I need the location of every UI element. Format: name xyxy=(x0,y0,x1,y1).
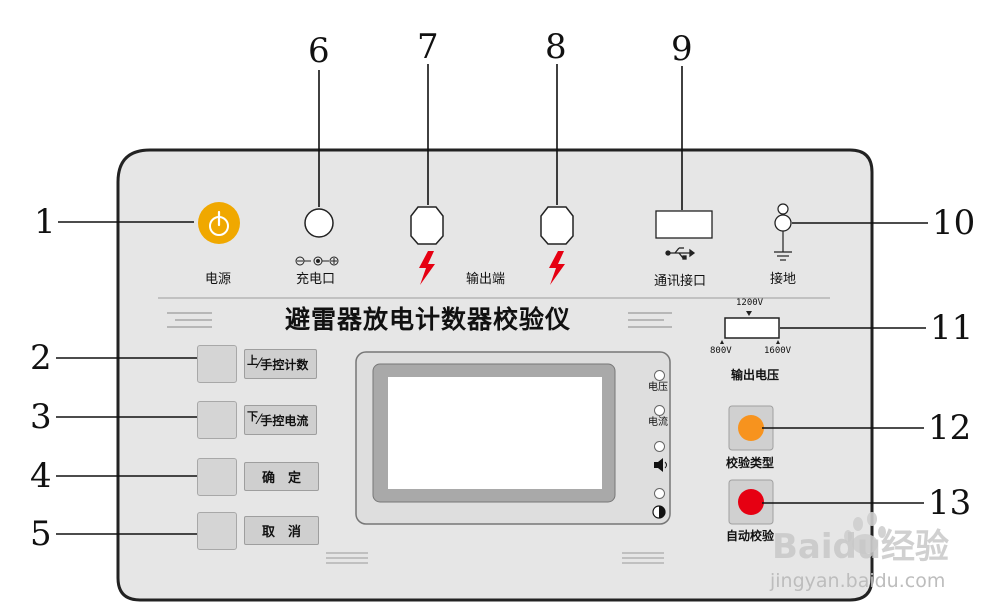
device-title: 避雷器放电计数器校验仪 xyxy=(285,305,572,334)
check-type-label: 校验类型 xyxy=(726,456,775,470)
callout-10: 10 xyxy=(932,203,976,243)
contrast-indicator-led xyxy=(654,488,665,499)
power-label: 电源 xyxy=(205,272,232,287)
manual-count-button[interactable] xyxy=(197,345,237,383)
contrast-icon xyxy=(652,505,666,519)
lcd-screen xyxy=(388,377,602,489)
voltage-1200v: 1200V xyxy=(736,298,764,308)
voltage-switch xyxy=(724,317,780,339)
lightning-icon-left xyxy=(419,251,435,285)
charge-port-label: 充电口 xyxy=(296,272,336,287)
manual-current-button[interactable] xyxy=(197,401,237,439)
output-terminal-label: 输出端 xyxy=(466,272,506,287)
confirm-button[interactable] xyxy=(197,458,237,496)
bottom-left-lines xyxy=(326,552,368,564)
manual-count-label: 手控计数 xyxy=(260,357,309,372)
ground-icon xyxy=(774,231,792,261)
output-terminal-left xyxy=(410,206,444,245)
ground-terminal-top xyxy=(777,203,789,215)
current-indicator-label: 电流 xyxy=(648,417,668,428)
callout-11: 11 xyxy=(930,308,974,348)
output-terminal-right xyxy=(540,206,574,245)
ground-label: 接地 xyxy=(770,272,797,287)
current-indicator-led xyxy=(654,405,665,416)
callout-13: 13 xyxy=(928,483,972,523)
manual-current-label: 手控电流 xyxy=(260,413,309,428)
manual-current-tag: 下⁄手控电流 xyxy=(244,405,317,435)
ground-terminal xyxy=(774,214,792,232)
callout-6: 6 xyxy=(308,31,330,71)
callout-9: 9 xyxy=(671,29,693,69)
callout-3: 3 xyxy=(30,397,52,437)
speaker-icon xyxy=(654,458,667,472)
callout-8: 8 xyxy=(545,27,567,67)
title-left-lines xyxy=(167,312,212,328)
voltage-indicator-label: 电压 xyxy=(648,382,668,393)
callout-7: 7 xyxy=(417,27,439,67)
watermark-url: jingyan.baidu.com xyxy=(770,570,946,592)
confirm-label: 确 定 xyxy=(244,462,319,491)
output-voltage-label: 输出电压 xyxy=(731,368,780,382)
cancel-label: 取 消 xyxy=(244,516,319,545)
callout-1: 1 xyxy=(34,202,56,242)
voltage-top-marker xyxy=(746,311,752,316)
callout-2: 2 xyxy=(30,338,52,378)
usb-icon xyxy=(665,247,696,260)
lightning-icon-right xyxy=(549,251,565,285)
down-marker: 下 xyxy=(247,410,258,423)
up-marker: 上 xyxy=(247,354,258,367)
callout-12: 12 xyxy=(928,408,972,448)
cancel-button[interactable] xyxy=(197,512,237,550)
voltage-indicator-led xyxy=(654,370,665,381)
auto-check-label: 自动校验 xyxy=(726,529,775,543)
sound-indicator-led xyxy=(654,441,665,452)
callout-5: 5 xyxy=(30,514,52,554)
watermark-brand: Baidu经验 xyxy=(772,527,950,567)
voltage-1600v: 1600V xyxy=(764,346,792,356)
voltage-800v: 800V xyxy=(710,346,732,356)
callout-4: 4 xyxy=(30,456,52,496)
comm-port xyxy=(655,210,713,239)
baidu-paw-logo xyxy=(844,512,886,554)
title-right-lines xyxy=(628,312,672,328)
leader-lines xyxy=(56,64,928,535)
charge-port xyxy=(304,208,334,238)
comm-port-label: 通讯接口 xyxy=(654,274,707,289)
dc-polarity-icon xyxy=(295,256,339,266)
bottom-right-lines xyxy=(622,552,664,564)
manual-count-tag: 上⁄手控计数 xyxy=(244,349,317,379)
